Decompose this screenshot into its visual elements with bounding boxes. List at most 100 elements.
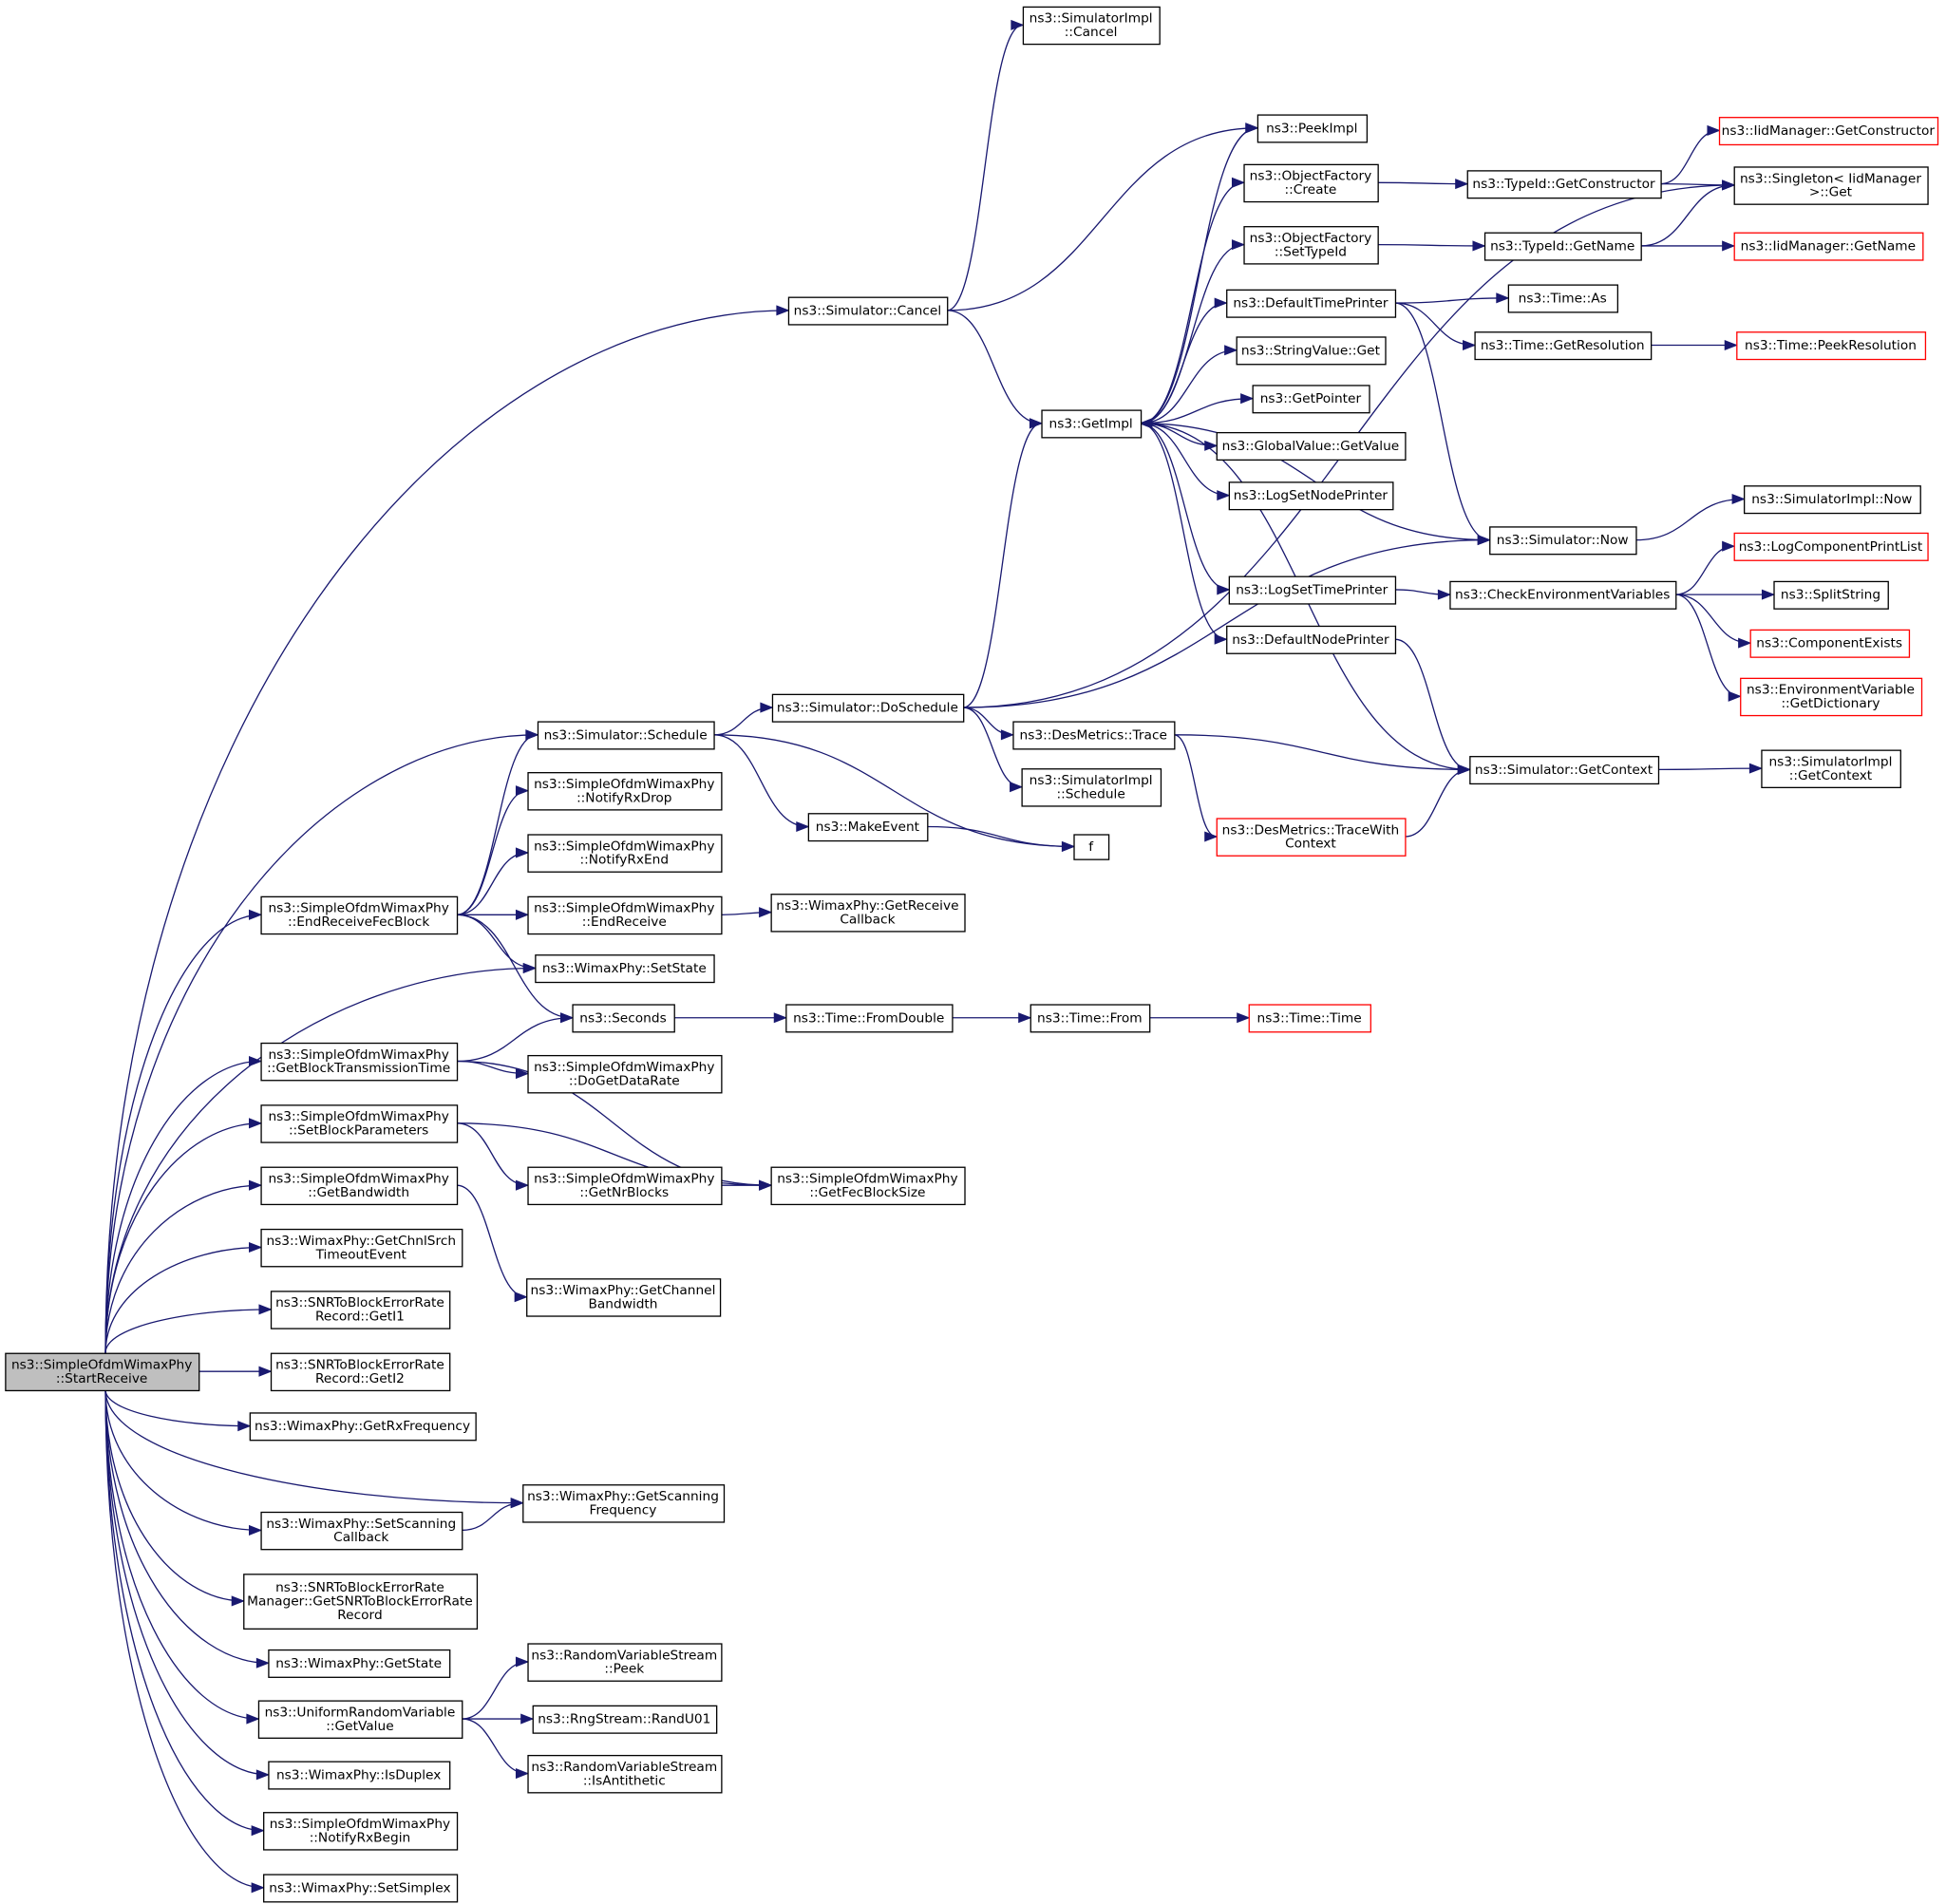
- node-rvs-peek[interactable]: ns3::RandomVariableStream::Peek: [527, 1643, 723, 1682]
- edge-of_create-to-typeid_getconstructor-arrowhead: [1455, 179, 1469, 190]
- node-endreceivefecblock[interactable]: ns3::SimpleOfdmWimaxPhy::EndReceiveFecBl…: [260, 895, 459, 935]
- node-checkenv[interactable]: ns3::CheckEnvironmentVariables: [1449, 580, 1677, 610]
- node-label: ns3::SimpleOfdmWimaxPhy: [534, 839, 714, 854]
- edge-start_receive-to-setsimplex-arrowhead: [251, 1882, 265, 1894]
- node-start-receive[interactable]: ns3::SimpleOfdmWimaxPhy::StartReceive: [5, 1352, 200, 1392]
- node-label: ns3::SplitString: [1781, 588, 1880, 603]
- node-rvs-isantithetic[interactable]: ns3::RandomVariableStream::IsAntithetic: [527, 1754, 723, 1794]
- node-simimpl-cancel[interactable]: ns3::SimulatorImpl::Cancel: [1022, 6, 1161, 46]
- node-simimpl-now[interactable]: ns3::SimulatorImpl::Now: [1743, 485, 1921, 515]
- edge-of_create-to-typeid_getconstructor: [1377, 181, 1467, 185]
- node-label: ns3::SimulatorImpl: [1768, 754, 1892, 769]
- node-envvar-getdict[interactable]: ns3::EnvironmentVariable::GetDictionary: [1740, 677, 1923, 717]
- edge-sim_doschedule-to-getimpl-arrowhead: [1029, 418, 1044, 429]
- edge-start_receive-to-setsimplex: [104, 1389, 264, 1889]
- node-box: [263, 1812, 459, 1851]
- node-peekimpl[interactable]: ns3::PeekImpl: [1256, 114, 1369, 143]
- node-getimpl[interactable]: ns3::GetImpl: [1041, 409, 1143, 439]
- node-globalvalue-getvalue[interactable]: ns3::GlobalValue::GetValue: [1216, 431, 1407, 462]
- node-getsnrrecord[interactable]: ns3::SNRToBlockErrorRateManager::GetSNRT…: [243, 1574, 479, 1630]
- node-sim-cancel[interactable]: ns3::Simulator::Cancel: [787, 296, 949, 326]
- edge-start_receive-to-getsnrrecord: [104, 1389, 244, 1602]
- edge-getimpl-to-peekimpl: [1140, 127, 1257, 424]
- node-box: [1252, 385, 1370, 414]
- node-label: ns3::SimpleOfdmWimaxPhy: [534, 1172, 714, 1187]
- node-label: ns3::SimulatorImpl: [1030, 773, 1153, 788]
- node-makeevent[interactable]: ns3::MakeEvent: [807, 813, 929, 842]
- node-f[interactable]: f: [1073, 834, 1110, 860]
- node-iid-getconstructor[interactable]: ns3::IidManager::GetConstructor: [1718, 117, 1939, 146]
- node-setstate[interactable]: ns3::WimaxPhy::SetState: [535, 954, 715, 984]
- node-box: [270, 1291, 451, 1329]
- node-iid-getname[interactable]: ns3::IidManager::GetName: [1733, 232, 1924, 261]
- node-endreceive[interactable]: ns3::SimpleOfdmWimaxPhy::EndReceive: [527, 895, 723, 935]
- edge-getimpl-to-getpointer: [1140, 398, 1253, 424]
- node-randu01[interactable]: ns3::RngStream::RandU01: [532, 1705, 718, 1734]
- node-getrxfreq[interactable]: ns3::WimaxPhy::GetRxFrequency: [249, 1412, 477, 1442]
- node-time-fromdouble[interactable]: ns3::Time::FromDouble: [785, 1004, 954, 1033]
- node-getstate[interactable]: ns3::WimaxPhy::GetState: [268, 1649, 451, 1678]
- node-simimpl-schedule[interactable]: ns3::SimulatorImpl::Schedule: [1021, 768, 1162, 807]
- node-box: [535, 954, 715, 984]
- node-logcomponentprintlist[interactable]: ns3::LogComponentPrintList: [1733, 532, 1929, 561]
- node-getbandwidth[interactable]: ns3::SimpleOfdmWimaxPhy::GetBandwidth: [260, 1166, 459, 1206]
- node-of-settypeid[interactable]: ns3::ObjectFactory::SetTypeId: [1243, 226, 1379, 265]
- node-notifyrxdrop[interactable]: ns3::SimpleOfdmWimaxPhy::NotifyRxDrop: [527, 772, 723, 811]
- node-simimpl-getcontext[interactable]: ns3::SimulatorImpl::GetContext: [1761, 749, 1901, 789]
- node-getnrblocks[interactable]: ns3::SimpleOfdmWimaxPhy::GetNrBlocks: [527, 1166, 723, 1206]
- node-box: [268, 1649, 451, 1678]
- node-getpointer[interactable]: ns3::GetPointer: [1252, 385, 1370, 414]
- node-defaultnodeprinter[interactable]: ns3::DefaultNodePrinter: [1226, 625, 1397, 654]
- node-componentexists[interactable]: ns3::ComponentExists: [1749, 629, 1911, 658]
- node-sim-getcontext[interactable]: ns3::Simulator::GetContext: [1469, 756, 1660, 785]
- node-time-peekresolution[interactable]: ns3::Time::PeekResolution: [1736, 331, 1927, 361]
- node-sim-now[interactable]: ns3::Simulator::Now: [1489, 526, 1637, 556]
- node-getfecblocksize[interactable]: ns3::SimpleOfdmWimaxPhy::GetFecBlockSize: [770, 1166, 966, 1206]
- node-sim-doschedule[interactable]: ns3::Simulator::DoSchedule: [771, 693, 965, 723]
- node-typeid-getconstructor[interactable]: ns3::TypeId::GetConstructor: [1466, 170, 1662, 199]
- node-logsetnodeprinter[interactable]: ns3::LogSetNodePrinter: [1228, 481, 1394, 511]
- node-time-getresolution[interactable]: ns3::Time::GetResolution: [1474, 331, 1653, 361]
- node-default-time-printer[interactable]: ns3::DefaultTimePrinter: [1226, 289, 1397, 318]
- edge-endreceivefecblock-to-notifyrxdrop-arrowhead: [515, 785, 530, 797]
- edge-seconds-to-time_fromdouble-arrowhead: [773, 1012, 787, 1024]
- node-time-time[interactable]: ns3::Time::Time: [1248, 1004, 1371, 1033]
- node-notifyrxend[interactable]: ns3::SimpleOfdmWimaxPhy::NotifyRxEnd: [527, 834, 723, 873]
- node-box: [527, 1754, 723, 1794]
- node-dogetdatarate[interactable]: ns3::SimpleOfdmWimaxPhy::DoGetDataRate: [527, 1054, 723, 1094]
- node-isduplex[interactable]: ns3::WimaxPhy::IsDuplex: [268, 1761, 451, 1790]
- node-notifyrxbegin[interactable]: ns3::SimpleOfdmWimaxPhy::NotifyRxBegin: [263, 1812, 459, 1851]
- node-logsettimeprinter[interactable]: ns3::LogSetTimePrinter: [1228, 575, 1397, 605]
- node-box: [1507, 284, 1619, 313]
- node-label: Record: [337, 1608, 382, 1623]
- node-setblockparams[interactable]: ns3::SimpleOfdmWimaxPhy::SetBlockParamet…: [260, 1104, 459, 1143]
- node-desmetrics-trace[interactable]: ns3::DesMetrics::Trace: [1012, 721, 1176, 750]
- node-seconds[interactable]: ns3::Seconds: [572, 1004, 675, 1033]
- node-splitstring[interactable]: ns3::SplitString: [1773, 580, 1889, 610]
- node-stringvalue-get[interactable]: ns3::StringValue::Get: [1236, 336, 1387, 366]
- node-typeid-getname[interactable]: ns3::TypeId::GetName: [1483, 232, 1642, 261]
- node-setsimplex[interactable]: ns3::WimaxPhy::SetSimplex: [263, 1874, 459, 1903]
- node-of-create[interactable]: ns3::ObjectFactory::Create: [1243, 163, 1379, 203]
- edge-default_time_printer-to-time_getresolution-arrowhead: [1463, 339, 1477, 351]
- node-getblocktxtime[interactable]: ns3::SimpleOfdmWimaxPhy::GetBlockTransmi…: [260, 1042, 459, 1082]
- node-time-as[interactable]: ns3::Time::As: [1507, 284, 1619, 313]
- node-label: ::SetBlockParameters: [289, 1123, 428, 1139]
- edge-checkenv-to-componentexists: [1675, 594, 1750, 644]
- node-box: [1243, 226, 1379, 265]
- node-singleton-get[interactable]: ns3::Singleton< IidManager >::Get: [1733, 166, 1929, 205]
- edge-urv_getvalue-to-rvs_isantithetic: [462, 1718, 528, 1775]
- node-box: [260, 1166, 459, 1206]
- node-time-from[interactable]: ns3::Time::From: [1030, 1004, 1151, 1033]
- node-urv-getvalue[interactable]: ns3::UniformRandomVariable::GetValue: [257, 1700, 463, 1739]
- edge-typeid_getconstructor-to-iid_getconstructor: [1660, 129, 1719, 185]
- node-sim-schedule[interactable]: ns3::Simulator::Schedule: [537, 721, 715, 750]
